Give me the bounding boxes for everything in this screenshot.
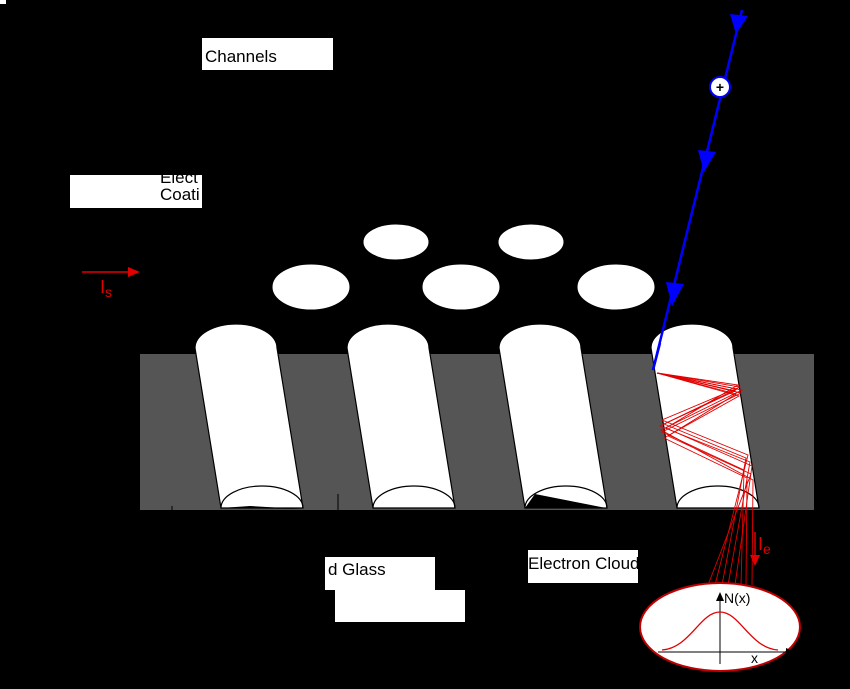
arrow-icon: [698, 150, 716, 172]
current-e-arrow: [750, 532, 760, 566]
channel-exit: [676, 485, 760, 509]
channel: [650, 323, 760, 509]
current-s-arrow: [82, 267, 140, 277]
blank-label-box: [335, 590, 465, 622]
current-s-letter: I: [100, 277, 105, 297]
current-e-label: Ie: [758, 534, 771, 557]
channel-opening: [421, 263, 501, 311]
channel-openings: [271, 223, 656, 311]
channel: [498, 323, 608, 509]
coating-label: Elect Coati: [70, 175, 202, 208]
current-s-sub: s: [105, 284, 112, 300]
channel: [346, 323, 456, 509]
arrow-icon: [730, 14, 748, 34]
coating-label-line2: Coati: [160, 185, 200, 204]
y-axis-arrow: [716, 592, 724, 601]
channel-opening: [362, 223, 430, 261]
channel: [194, 323, 304, 509]
channel-shade: [221, 506, 300, 509]
ion-wall-hit: [651, 342, 662, 371]
arrow-icon: [666, 282, 684, 306]
ion-trajectory: [651, 9, 744, 371]
x-axis-arrow: [786, 648, 795, 656]
ion-path: [651, 9, 744, 371]
channel-exit: [220, 485, 304, 509]
channel-opening: [271, 263, 351, 311]
dist-y-label: N(x): [724, 590, 750, 606]
channel-shade: [525, 494, 606, 508]
dist-x-label: x: [751, 650, 758, 666]
current-s-label: Is: [100, 277, 112, 300]
ion-arrowheads: [666, 14, 748, 306]
channel-opening: [576, 263, 656, 311]
current-e-sub: e: [763, 541, 771, 557]
electron-cascade: [656, 372, 754, 586]
channel-exit: [524, 485, 608, 509]
corner-mark: [0, 0, 6, 4]
electron-cloud-label: Electron Cloud: [528, 550, 638, 583]
ion-symbol: +: [716, 79, 724, 95]
channel-exit: [372, 485, 456, 509]
current-e-letter: I: [758, 534, 763, 554]
channels-cross-section: [194, 323, 760, 509]
distribution-inset: N(x) x: [639, 582, 801, 672]
coating-label-line1: Elect: [160, 175, 198, 187]
ion-icon: [709, 76, 731, 98]
channel-opening: [497, 223, 565, 261]
gaussian-curve: [661, 611, 779, 651]
channels-label: Channels: [202, 38, 333, 70]
glass-label: d Glass: [325, 557, 435, 590]
